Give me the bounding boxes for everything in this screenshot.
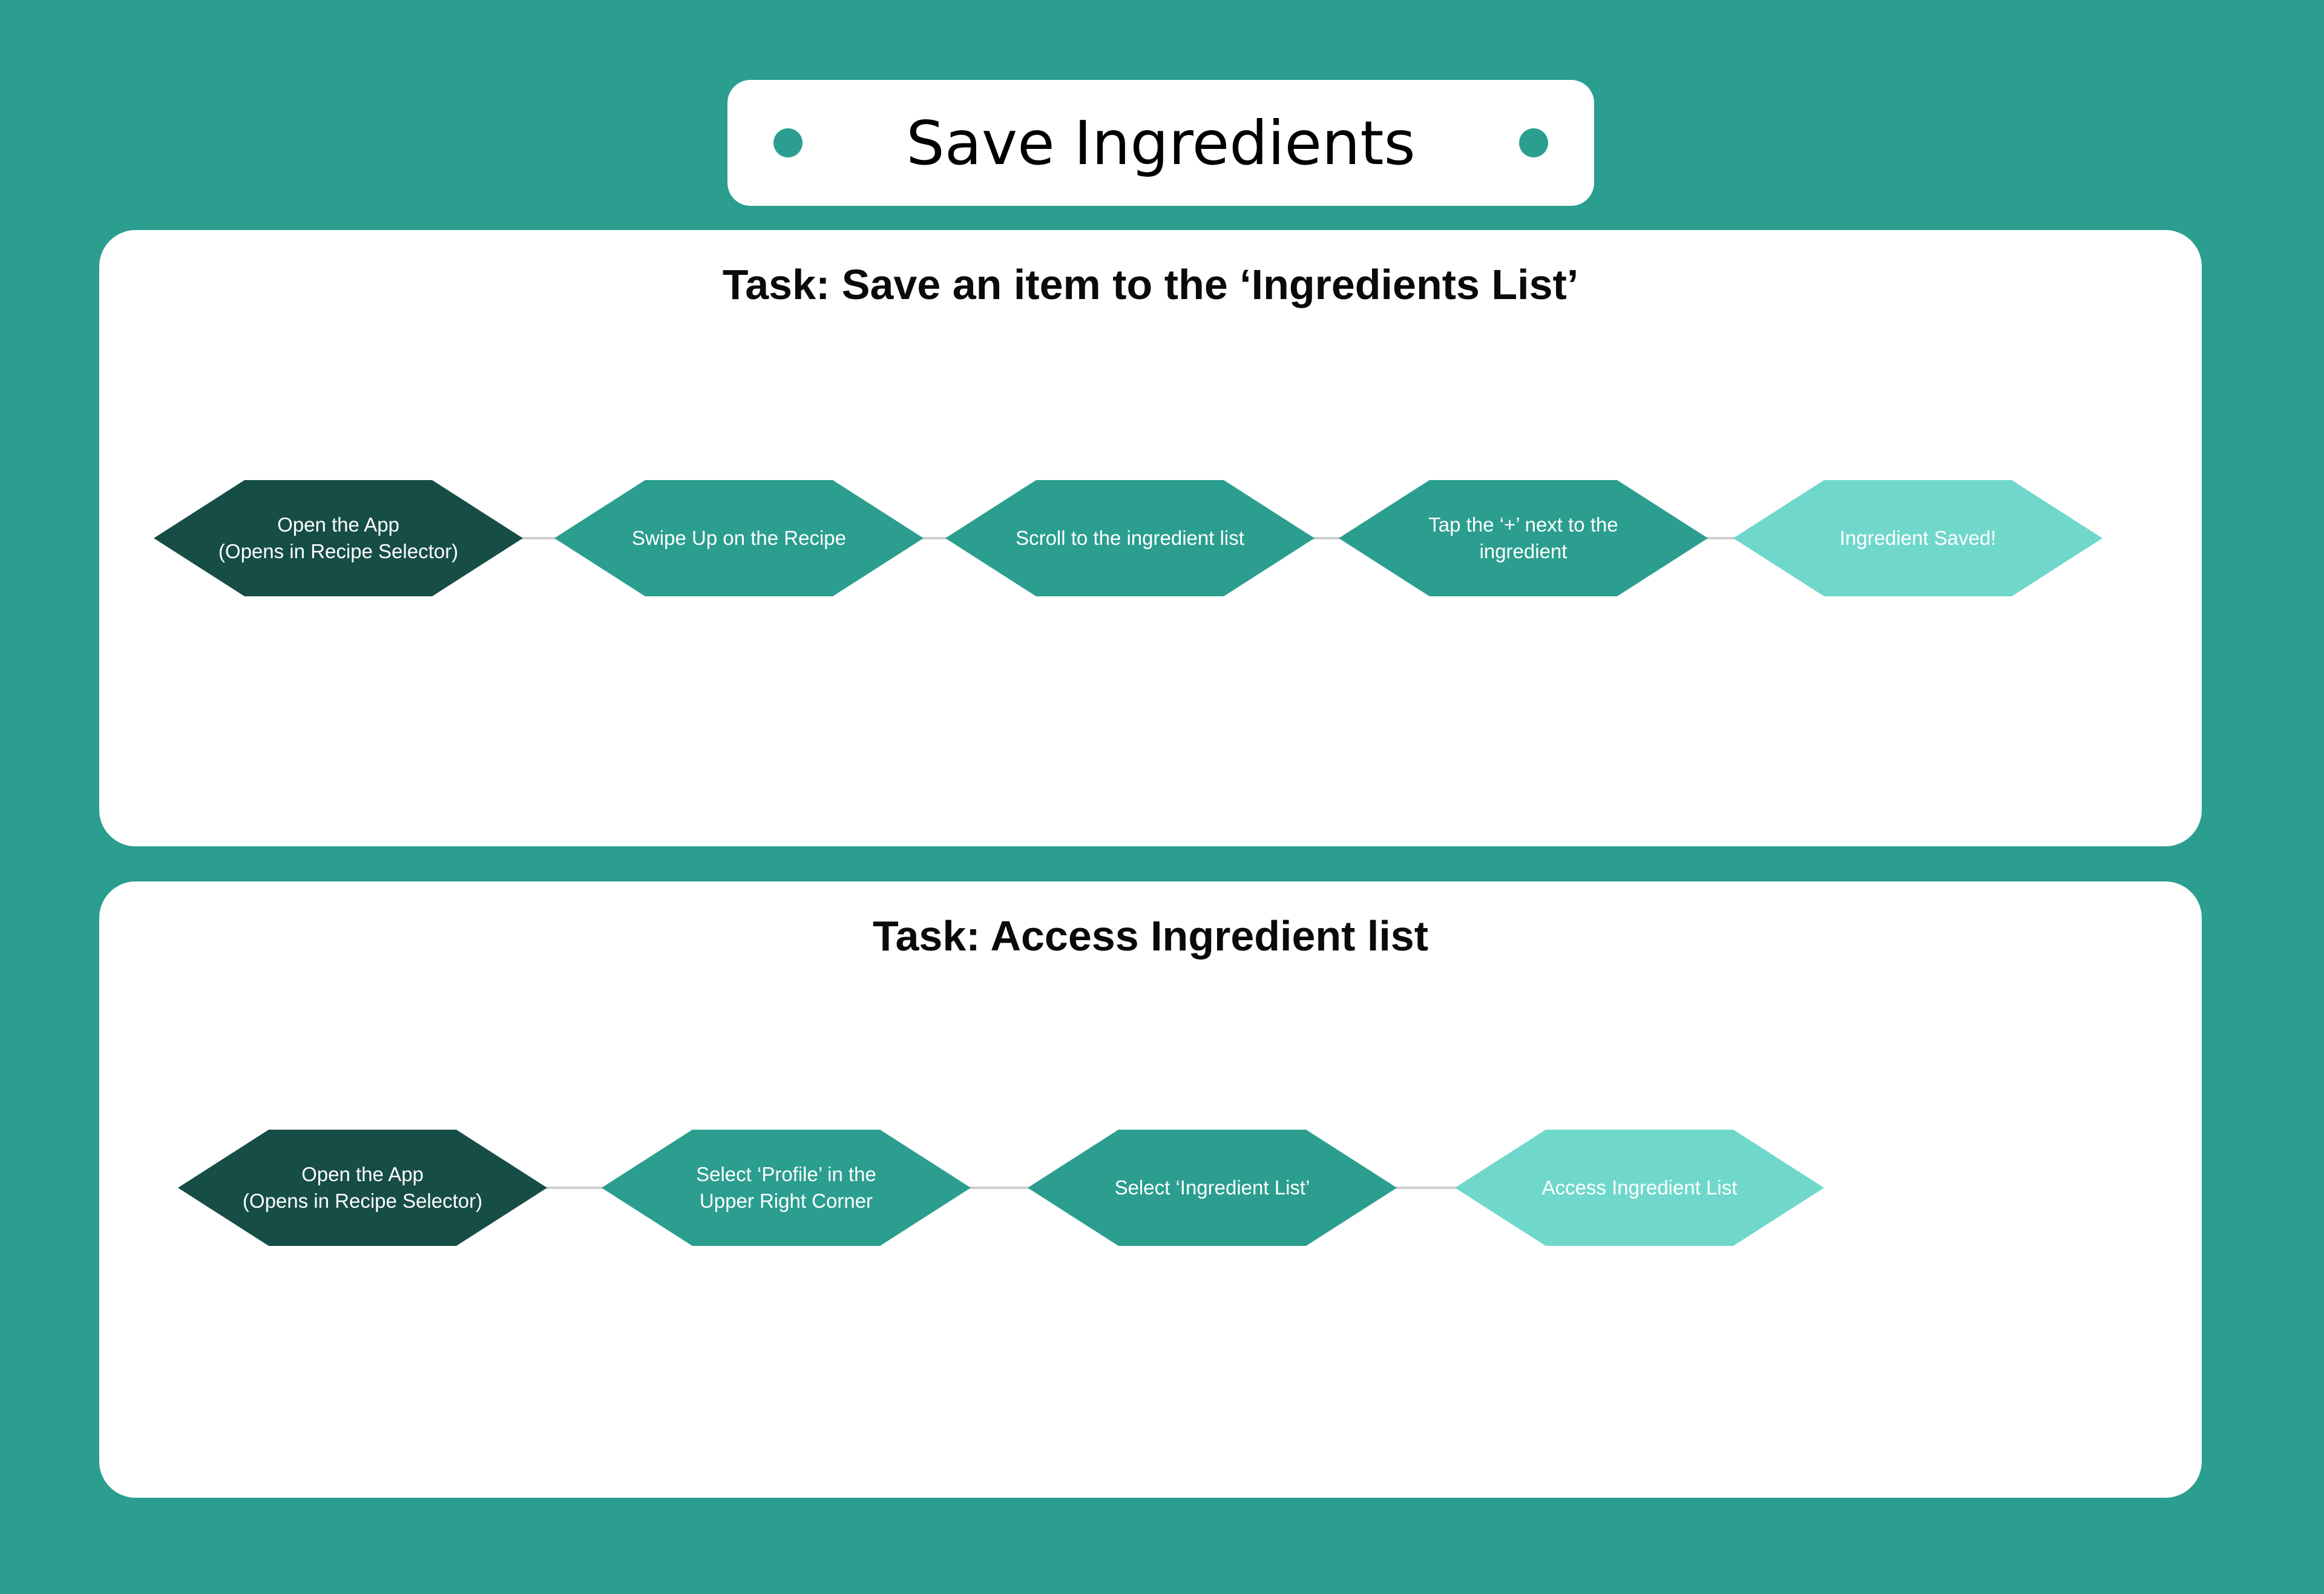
step-hexagon (945, 480, 1315, 596)
banner-dot-right (1519, 128, 1548, 157)
title-banner: Save Ingredients (727, 80, 1594, 206)
step-hexagon (1339, 480, 1708, 596)
step-hexagon (554, 480, 924, 596)
step-hexagon (178, 1130, 547, 1246)
flowchart (178, 1130, 1824, 1246)
step-hexagon (154, 480, 523, 596)
task-title: Task: Access Ingredient list (872, 912, 1429, 960)
step-hexagon (1028, 1130, 1397, 1246)
task-panel-save-item: Task: Save an item to the ‘Ingredients L… (99, 230, 2202, 846)
task-title: Task: Save an item to the ‘Ingredients L… (722, 261, 1579, 308)
step-hexagon (1455, 1130, 1824, 1246)
banner-dot-left (773, 128, 803, 157)
page-title: Save Ingredients (906, 107, 1416, 179)
step-hexagon (1733, 480, 2102, 596)
task-panel-access-list: Task: Access Ingredient list Open the Ap… (99, 881, 2202, 1498)
step-hexagon (602, 1130, 971, 1246)
flowchart (154, 480, 2102, 596)
